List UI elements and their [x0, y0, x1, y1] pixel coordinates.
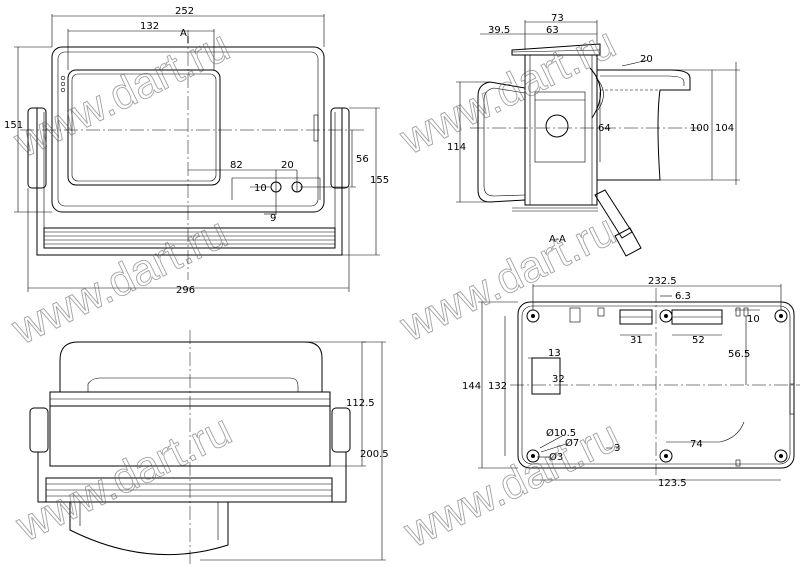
led — [60, 81, 66, 87]
dim-d3: Ø3 — [549, 451, 563, 463]
dim-d10.5: Ø10.5 — [546, 427, 576, 439]
stand-foot — [614, 227, 642, 257]
dim-39.5: 39.5 — [488, 25, 510, 36]
dim-74: 74 — [690, 439, 703, 450]
bracket-arm — [36, 108, 343, 256]
side-rear — [69, 502, 229, 556]
dim-144: 144 — [462, 381, 481, 392]
dim-252: 252 — [175, 6, 194, 17]
display-window-inner — [71, 73, 217, 182]
dim-100: 100 — [690, 123, 709, 134]
dim-151: 151 — [4, 120, 23, 131]
dim-64: 64 — [598, 123, 611, 134]
dim-r20: 20 — [640, 54, 653, 65]
dim-73: 73 — [551, 13, 564, 24]
watermark: www.dart.ru — [392, 18, 623, 164]
front-bezel — [477, 81, 526, 203]
dim-104: 104 — [715, 123, 734, 134]
front-view: A 252 132 151 82 20 10 9 56 155 296 — [4, 6, 389, 296]
bottom-view: 232.5 6.3 10 31 52 56.5 13 32 144 132 Ø1… — [462, 276, 800, 489]
dim-d7: Ø7 — [565, 437, 579, 449]
section-label: A-A — [549, 234, 566, 245]
dim-155: 155 — [370, 175, 389, 186]
section-mark: A — [180, 28, 187, 39]
dim-82: 82 — [230, 160, 243, 171]
dim-232.5: 232.5 — [648, 276, 677, 287]
dim-10: 10 — [747, 314, 760, 325]
display-window — [67, 69, 221, 186]
dim-20: 20 — [281, 160, 294, 171]
watermark: www.dart.ru — [6, 21, 237, 167]
side-housing-top — [59, 341, 323, 392]
dim-132: 132 — [140, 21, 159, 32]
watermark: www.dart.ru — [392, 205, 623, 351]
dim-3: 3 — [614, 443, 620, 454]
dim-296: 296 — [176, 285, 195, 296]
dim-56: 56 — [356, 154, 369, 165]
dim-200.5: 200.5 — [360, 449, 389, 460]
dim-132: 132 — [488, 381, 507, 392]
connector-circle — [545, 114, 569, 138]
led — [60, 87, 66, 93]
dim-10: 10 — [254, 183, 267, 194]
side-bracket-left — [29, 407, 49, 453]
dim-63: 63 — [546, 25, 559, 36]
bracket-base — [43, 227, 336, 249]
watermark: www.dart.ru — [4, 208, 235, 354]
dim-52: 52 — [692, 335, 705, 346]
rear-housing — [596, 69, 691, 181]
led — [60, 75, 66, 81]
side-view: 112.5 200.5 — [29, 330, 389, 566]
dim-32: 32 — [552, 374, 565, 385]
side-slot — [313, 114, 319, 142]
watermark: www.dart.ru — [396, 411, 627, 557]
dim-112.5: 112.5 — [346, 398, 375, 409]
side-bracket-right — [331, 407, 351, 453]
dim-31: 31 — [630, 335, 643, 346]
dim-9: 9 — [270, 213, 276, 224]
dim-114: 114 — [447, 142, 466, 153]
dim-6.3: 6.3 — [675, 291, 691, 302]
dim-13: 13 — [548, 348, 561, 359]
dim-56.5: 56.5 — [728, 349, 750, 360]
bracket-right — [330, 107, 350, 189]
dim-123.5: 123.5 — [658, 478, 687, 489]
section-view: 73 39.5 63 114 64 100 104 20 A-A — [447, 13, 740, 257]
